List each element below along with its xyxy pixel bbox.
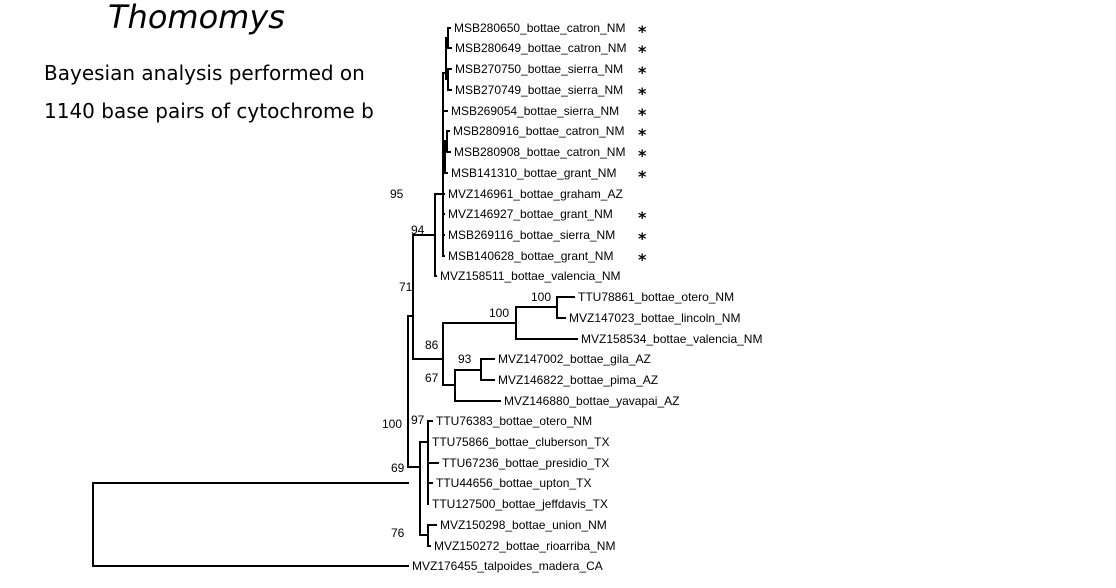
support-value: 71 xyxy=(399,280,413,294)
tree-branches xyxy=(92,27,578,567)
support-value: 100 xyxy=(382,417,402,431)
support-value: 94 xyxy=(411,223,425,237)
asterisk-marker: * xyxy=(638,22,647,41)
specimen-markers: *********** xyxy=(638,22,647,269)
tip-label: TTU127500_bottae_jeffdavis_TX xyxy=(432,497,608,511)
asterisk-marker: * xyxy=(638,208,647,227)
asterisk-marker: * xyxy=(638,84,647,103)
tip-label: MVZ150272_bottae_rioarriba_NM xyxy=(434,539,615,553)
asterisk-marker: * xyxy=(638,42,647,61)
tip-label: MSB270750_bottae_sierra_NM xyxy=(455,62,623,76)
tip-label: MSB280649_bottae_catron_NM xyxy=(455,41,626,55)
tip-labels: MSB280650_bottae_catron_NM MSB280649_bott… xyxy=(412,21,762,573)
support-value: 86 xyxy=(425,338,439,352)
tip-label: MSB140628_bottae_grant_NM xyxy=(448,249,613,263)
support-value: 97 xyxy=(411,413,425,427)
tip-label: TTU67236_bottae_presidio_TX xyxy=(442,456,609,470)
tip-label: MVZ147023_bottae_lincoln_NM xyxy=(569,311,740,325)
method-description-line-1: Bayesian analysis performed on xyxy=(44,61,365,85)
asterisk-marker: * xyxy=(638,105,647,124)
asterisk-marker: * xyxy=(638,63,647,82)
asterisk-marker: * xyxy=(638,167,647,186)
tip-label: MSB280916_bottae_catron_NM xyxy=(453,124,624,138)
tip-label: MVZ158534_bottae_valencia_NM xyxy=(581,332,762,346)
tip-label: MSB269116_bottae_sierra_NM xyxy=(448,228,615,242)
asterisk-marker: * xyxy=(638,250,647,269)
tip-label: MVZ146927_bottae_grant_NM xyxy=(448,207,613,221)
tip-label: TTU44656_bottae_upton_TX xyxy=(436,476,591,490)
tip-label: MSB280650_bottae_catron_NM xyxy=(454,21,625,35)
tip-label: MSB141310_bottae_grant_NM xyxy=(451,166,616,180)
support-value: 76 xyxy=(391,526,405,540)
tip-label: MVZ146961_bottae_graham_AZ xyxy=(448,187,623,201)
tip-label: MVZ147002_bottae_gila_AZ xyxy=(498,352,651,366)
support-value: 100 xyxy=(489,306,509,320)
tip-label: MSB280908_bottae_catron_NM xyxy=(454,145,625,159)
support-value: 95 xyxy=(390,187,404,201)
asterisk-marker: * xyxy=(638,146,647,165)
tip-label: TTU78861_bottae_otero_NM xyxy=(578,290,734,304)
tip-label: MVZ146880_bottae_yavapai_AZ xyxy=(504,394,679,408)
method-description-line-2: 1140 base pairs of cytochrome b xyxy=(44,99,374,123)
tip-label: MVZ150298_bottae_union_NM xyxy=(440,518,607,532)
tip-label: MVZ176455_talpoides_madera_CA xyxy=(412,559,603,573)
asterisk-marker: * xyxy=(638,125,647,144)
tip-label: MVZ158511_bottae_valencia_NM xyxy=(440,269,621,283)
tip-label: MVZ146822_bottae_pima_AZ xyxy=(498,373,658,387)
tip-label: MSB270749_bottae_sierra_NM xyxy=(455,83,623,97)
tip-label: TTU76383_bottae_otero_NM xyxy=(436,414,592,428)
tip-label: MSB269054_bottae_sierra_NM xyxy=(451,104,619,118)
support-value: 67 xyxy=(425,371,439,385)
figure-title: Thomomys xyxy=(108,0,285,36)
support-value: 69 xyxy=(391,461,405,475)
support-value: 93 xyxy=(458,352,472,366)
asterisk-marker: * xyxy=(638,229,647,248)
tip-label: TTU75866_bottae_cluberson_TX xyxy=(432,435,609,449)
support-value: 100 xyxy=(531,290,551,304)
support-values: 95 94 71 100 100 86 93 67 100 97 69 76 xyxy=(382,187,551,540)
